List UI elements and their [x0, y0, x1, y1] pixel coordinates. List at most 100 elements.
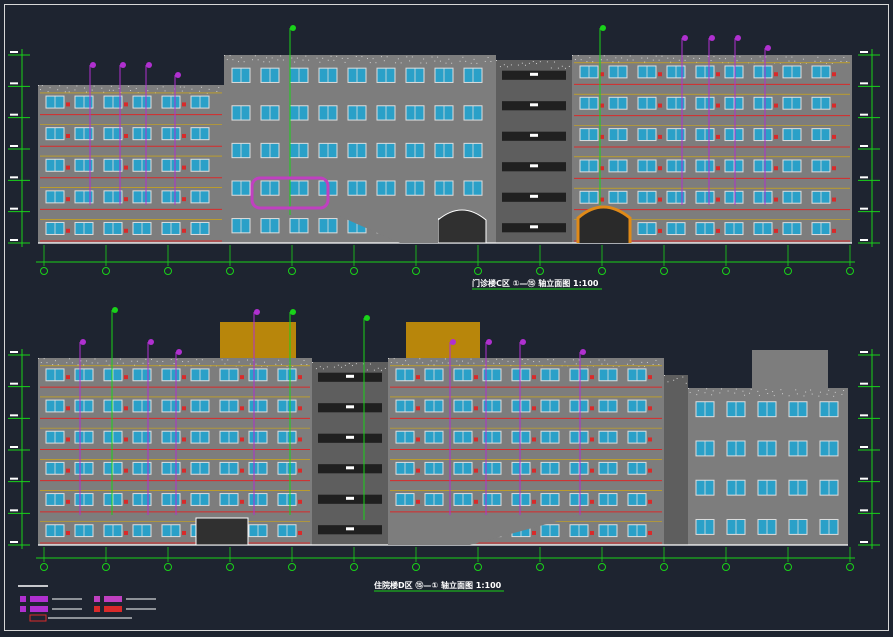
texture-dot [355, 55, 357, 57]
texture-dot [206, 92, 208, 94]
drain-point [774, 166, 778, 171]
texture-dot [397, 58, 399, 60]
texture-dot [794, 60, 796, 62]
building-block [496, 60, 572, 243]
texture-dot [437, 56, 439, 58]
drain-point [600, 72, 604, 77]
texture-dot [758, 394, 760, 396]
axis-bubble [226, 267, 234, 275]
texture-dot [470, 62, 472, 64]
texture-dot [461, 360, 463, 362]
texture-dot [91, 89, 93, 91]
axis-bubble [722, 563, 730, 571]
texture-dot [213, 361, 215, 363]
texture-dot [69, 358, 71, 360]
texture-dot [629, 359, 631, 361]
drain-point [600, 134, 604, 139]
texture-dot [810, 389, 812, 391]
texture-dot [263, 361, 265, 363]
texture-dot [661, 55, 663, 57]
texture-dot [578, 359, 580, 361]
drain-point [298, 406, 302, 411]
drain-point [832, 134, 836, 139]
texture-dot [201, 359, 203, 361]
texture-dot [319, 61, 321, 63]
level-label [10, 51, 18, 53]
texture-dot [134, 364, 136, 366]
texture-dot [712, 390, 714, 392]
texture-dot [484, 60, 486, 62]
texture-dot [840, 60, 842, 62]
drain-point [532, 437, 536, 442]
texture-dot [64, 91, 66, 93]
texture-dot [112, 89, 114, 91]
annotation-bubble [176, 349, 182, 355]
texture-dot [444, 358, 446, 360]
texture-dot [843, 56, 845, 58]
texture-dot [670, 61, 672, 63]
drain-point [240, 375, 244, 380]
texture-dot [788, 395, 790, 397]
level-label [860, 82, 868, 85]
texture-dot [685, 382, 687, 384]
texture-dot [427, 364, 429, 366]
texture-dot [179, 86, 181, 88]
texture-dot [120, 91, 122, 93]
texture-dot [606, 59, 608, 61]
texture-dot [351, 365, 353, 367]
texture-dot [68, 91, 70, 93]
legend [18, 585, 156, 622]
texture-dot [41, 85, 43, 87]
drain-point [416, 499, 420, 504]
annotation-bubble [709, 35, 715, 41]
drain-point [416, 406, 420, 411]
texture-dot [344, 364, 346, 366]
texture-dot [255, 363, 257, 365]
texture-dot [720, 388, 722, 390]
texture-dot [612, 365, 614, 367]
texture-dot [300, 363, 302, 365]
level-label [860, 414, 868, 417]
level-label [10, 541, 18, 543]
texture-dot [749, 392, 751, 394]
texture-dot [386, 56, 388, 58]
texture-dot [275, 363, 277, 365]
axis-bubble [536, 267, 544, 275]
texture-dot [673, 379, 675, 381]
annotation-bubble [175, 72, 181, 78]
texture-dot [439, 60, 441, 62]
texture-dot [369, 363, 371, 365]
annotation-bubble [486, 339, 492, 345]
texture-dot [74, 89, 76, 91]
texture-dot [524, 363, 526, 365]
texture-dot [340, 366, 342, 368]
texture-dot [739, 56, 741, 58]
axis-bubble [412, 267, 420, 275]
texture-dot [762, 60, 764, 62]
drain-point [124, 102, 128, 107]
texture-dot [377, 367, 379, 369]
texture-dot [327, 59, 329, 61]
texture-dot [615, 57, 617, 59]
texture-dot [232, 59, 234, 61]
stair-label [346, 374, 354, 378]
texture-dot [221, 359, 223, 361]
annotation-bubble [520, 339, 526, 345]
texture-dot [607, 363, 609, 365]
texture-dot [658, 59, 660, 61]
texture-dot [535, 63, 537, 65]
texture-dot [282, 59, 284, 61]
drain-point [590, 437, 594, 442]
texture-dot [678, 59, 680, 61]
texture-dot [667, 57, 669, 59]
drain-point [474, 406, 478, 411]
texture-dot [498, 362, 500, 364]
drain-point [66, 228, 70, 233]
drain-point [124, 165, 128, 170]
drain-point [474, 375, 478, 380]
level-label [10, 239, 18, 241]
texture-dot [131, 360, 133, 362]
texture-dot [135, 88, 137, 90]
texture-dot [381, 56, 383, 58]
roof-equipment-box [220, 322, 296, 358]
